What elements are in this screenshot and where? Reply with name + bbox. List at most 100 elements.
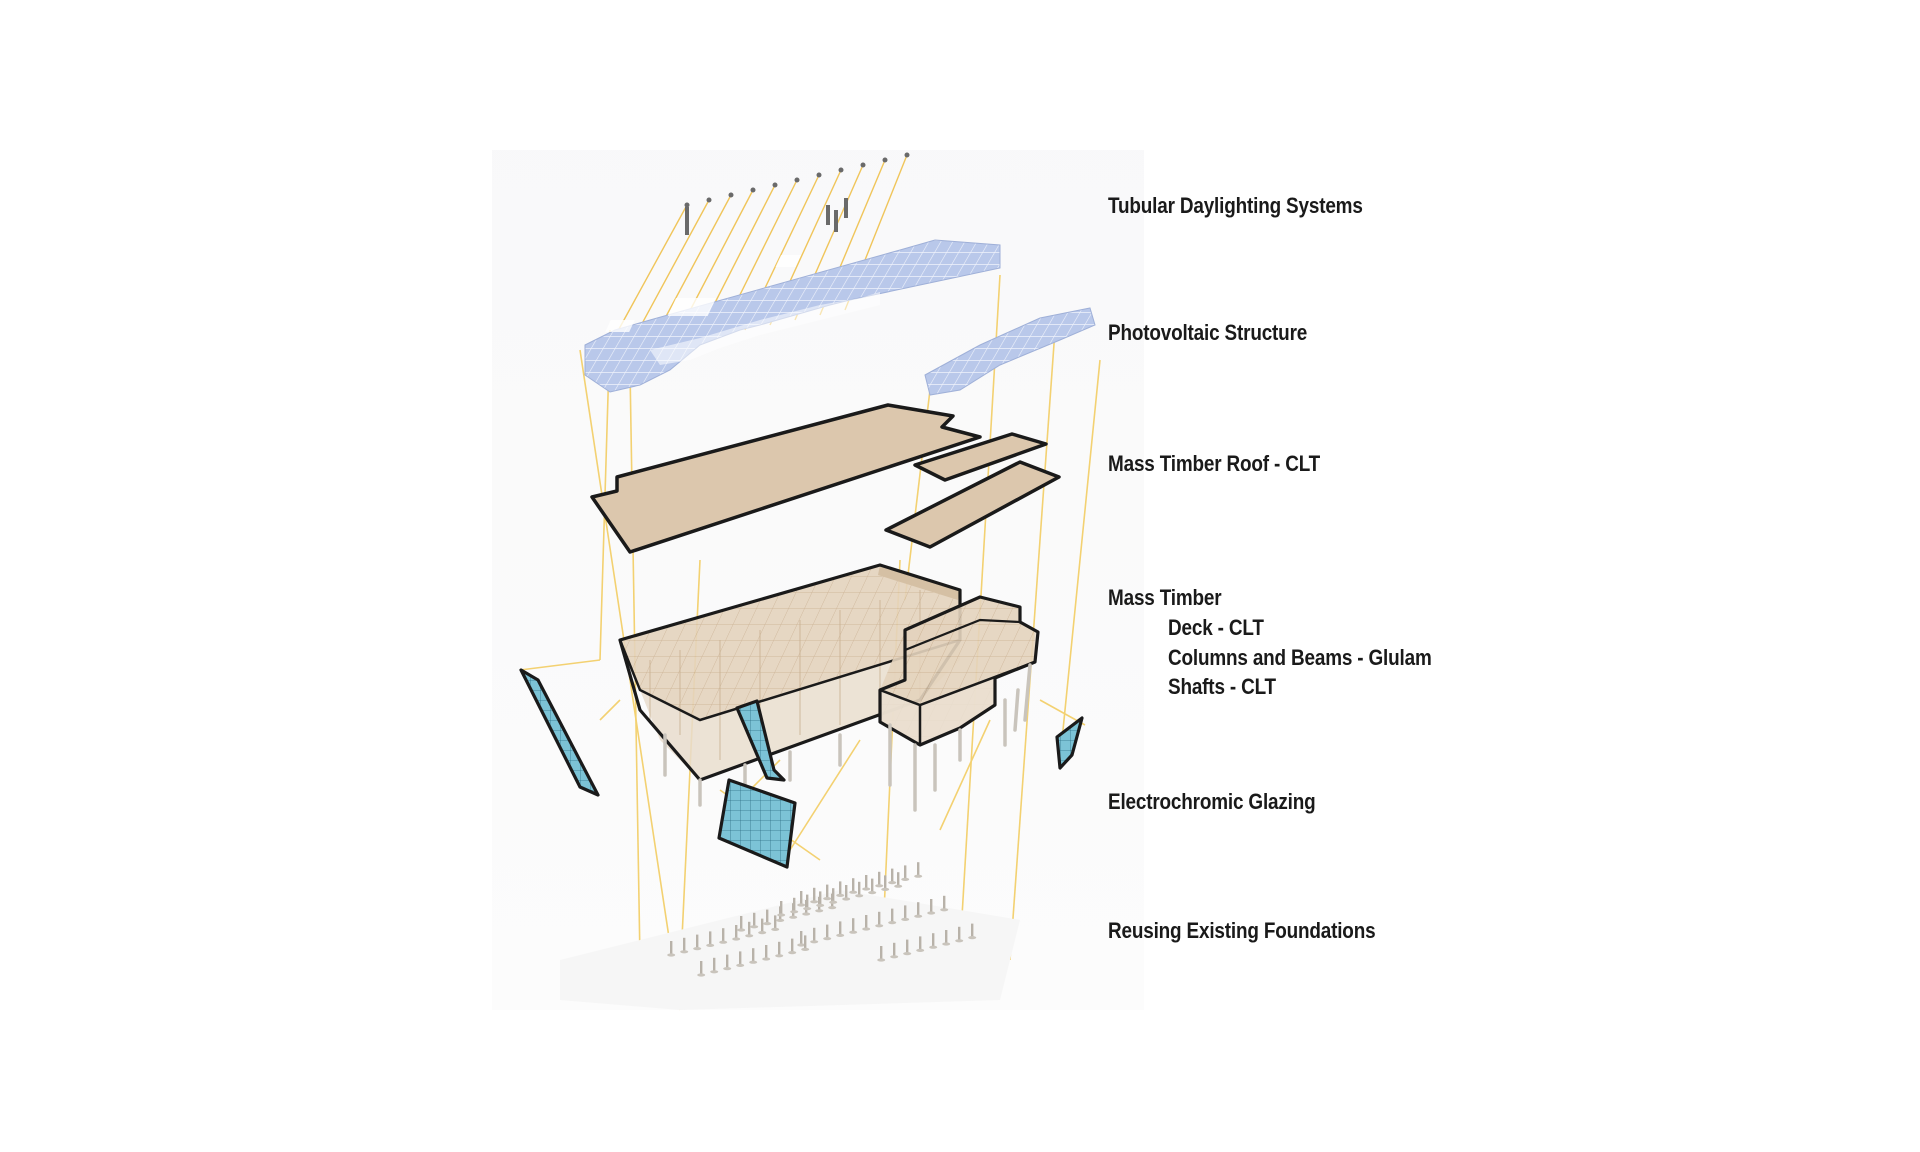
- foundation-pile: [917, 862, 920, 877]
- foundation-footing: [797, 943, 806, 947]
- label-roof: Mass Timber Roof - CLT: [1108, 451, 1321, 476]
- foundation-footing: [942, 942, 951, 946]
- foundation-pile: [765, 945, 768, 959]
- foundation-footing: [881, 887, 890, 892]
- label-mass-timber-shafts: Shafts - CLT: [1168, 674, 1276, 699]
- foundation-footing: [968, 936, 977, 940]
- foundation-footing: [732, 937, 741, 941]
- foundation-footing: [776, 918, 785, 923]
- foundation-pile: [852, 878, 855, 893]
- foundation-footing: [828, 906, 837, 910]
- foundation-footing: [903, 952, 912, 956]
- label-mass-timber-deck: Deck - CLT: [1168, 615, 1264, 640]
- foundation-pile: [774, 915, 777, 930]
- foundation-pile: [700, 961, 703, 975]
- foundation-pile: [919, 936, 922, 951]
- foundation-footing: [842, 897, 851, 901]
- foundation-footing: [901, 917, 910, 922]
- foundation-footing: [749, 960, 758, 964]
- foundation-pile: [752, 948, 755, 963]
- foundation-footing: [693, 947, 702, 951]
- foundation-pile: [722, 928, 725, 943]
- foundation-footing: [868, 891, 877, 895]
- foundation-pile: [904, 905, 907, 920]
- foundation-footing: [697, 973, 706, 977]
- foundation-pile: [904, 865, 907, 880]
- foundation-pile: [826, 924, 829, 939]
- foundation-footing: [737, 928, 746, 932]
- foundation-footing: [797, 903, 806, 907]
- foundation-footing: [706, 943, 715, 948]
- foundation-footing: [836, 893, 845, 898]
- foundation-pile: [958, 926, 961, 941]
- foundation-footing: [810, 940, 819, 944]
- foundation-pile: [880, 946, 883, 960]
- foundation-footing: [788, 951, 797, 955]
- foundation-footing: [758, 931, 767, 935]
- label-mass-timber: Mass Timber: [1108, 585, 1222, 610]
- foundation-pile: [670, 941, 673, 955]
- foundation-pile: [726, 954, 729, 969]
- foundation-pile: [739, 951, 742, 966]
- foundation-footing: [914, 914, 923, 918]
- foundation-footing: [745, 934, 754, 938]
- foundation-pile: [713, 957, 716, 972]
- foundation-footing: [901, 877, 910, 882]
- foundation-footing: [916, 948, 925, 953]
- foundation-footing: [927, 911, 936, 915]
- label-mass-timber-columns: Columns and Beams - Glulam: [1168, 645, 1432, 670]
- foundation-pile: [971, 923, 974, 938]
- foundation-footing: [888, 921, 897, 925]
- foundation-footing: [790, 910, 799, 914]
- foundation-footing: [789, 915, 798, 919]
- foundation-pile: [891, 868, 894, 883]
- foundation-pile: [845, 885, 848, 899]
- foundation-pile: [748, 921, 751, 936]
- foundation-pile: [778, 941, 781, 956]
- label-photovoltaic: Photovoltaic Structure: [1108, 320, 1308, 345]
- foundation-footing: [816, 903, 825, 908]
- foundation-footing: [849, 930, 858, 934]
- foundation-pile: [839, 881, 842, 896]
- foundation-footing: [680, 950, 689, 954]
- foundation-pile: [878, 911, 881, 926]
- daylighting-domes: [684, 152, 910, 235]
- foundation-footing: [877, 958, 886, 962]
- foundation-footing: [862, 887, 871, 891]
- foundation-pile: [761, 918, 764, 933]
- foundation-pile: [893, 942, 896, 957]
- foundation-footing: [771, 927, 780, 932]
- foundation-pile: [791, 938, 794, 953]
- foundation-footing: [836, 933, 845, 938]
- foundation-pile: [806, 894, 809, 909]
- foundation-footing: [862, 927, 871, 931]
- foundation-footing: [801, 947, 810, 952]
- foundation-pile: [906, 939, 909, 954]
- foundation-footing: [890, 955, 899, 959]
- foundation-footing: [710, 970, 719, 974]
- foundation-piles: [667, 862, 977, 977]
- foundation-footing: [888, 881, 897, 885]
- foundation-footing: [750, 925, 759, 929]
- foundation-pile: [865, 915, 868, 929]
- foundation-pile: [826, 884, 829, 899]
- foundation-pile: [804, 935, 807, 950]
- foundation-pile: [932, 933, 935, 948]
- foundation-footing: [777, 913, 786, 917]
- foundation-footing: [829, 900, 838, 904]
- foundation-footing: [775, 954, 784, 958]
- foundation-footing: [802, 912, 811, 916]
- foundation-footing: [736, 963, 745, 968]
- foundation-footing: [815, 909, 824, 913]
- foundation-pile: [878, 871, 881, 886]
- foundation-pile: [943, 895, 946, 910]
- foundation-pile: [766, 909, 769, 924]
- foundation-footing: [855, 894, 864, 898]
- label-daylighting: Tubular Daylighting Systems: [1108, 193, 1363, 218]
- foundation-pile: [871, 878, 874, 893]
- foundation-footing: [875, 924, 884, 928]
- foundation-footing: [894, 884, 903, 888]
- foundation-footing: [762, 957, 771, 961]
- foundation-pile: [839, 921, 842, 936]
